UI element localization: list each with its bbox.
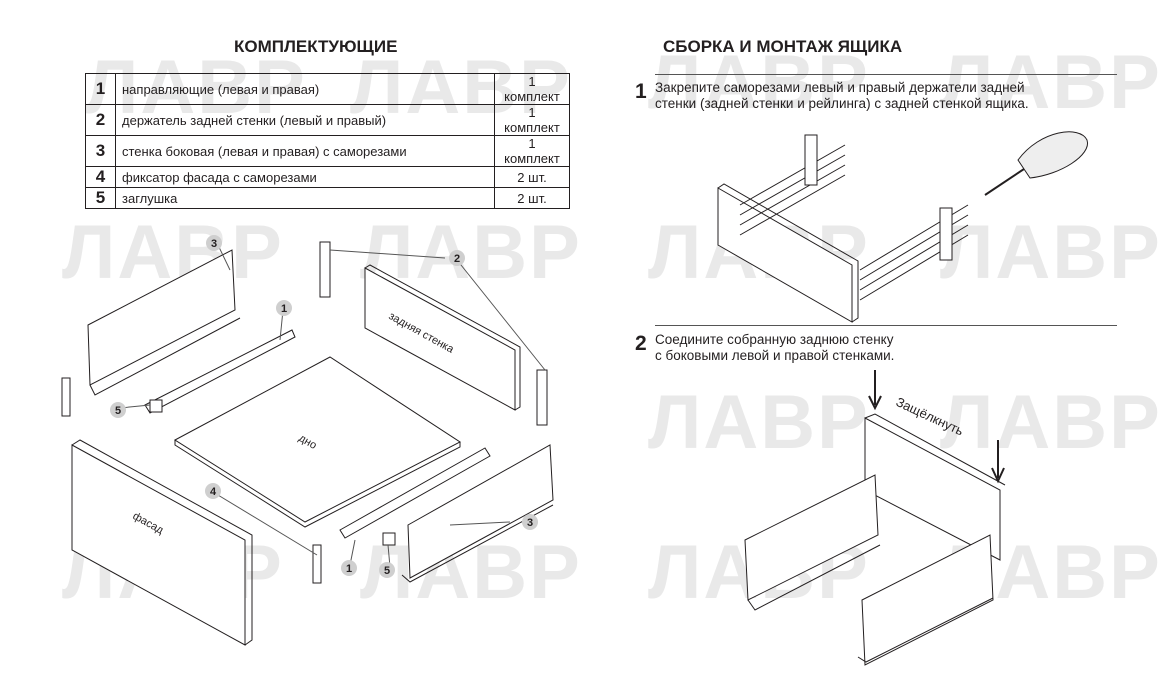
part-qty: 1 комплект [494,104,570,136]
step1-diagram [717,131,1088,323]
facade-fixer-right [312,544,322,584]
back-holder-left [319,241,331,298]
callout-number: 5 [384,565,390,577]
step-text: стенки (задней стенки и рейлинга) с задн… [655,96,1029,111]
watermark-logo: ЛАВР [360,210,582,295]
step-text: Закрепите саморезами левый и правый держ… [655,80,1025,95]
callout-bubble [522,514,538,530]
part-number: 5 [85,187,116,209]
watermark-logo: ЛАВР [62,210,284,295]
watermark-logo: ЛАВР [360,530,582,615]
snap-label: Защёлкнуть [894,394,966,438]
holder [804,134,818,186]
watermark-logo: ЛАВР [648,40,870,125]
callout-bubble [449,250,465,266]
side-wall-right [861,534,994,666]
part-name: направляющие (левая и правая) [115,73,495,105]
step-number: 1 [635,80,647,103]
step-text: Соедините собранную заднюю стенку [655,332,894,347]
part-number: 2 [85,104,116,136]
callout-group: 3 2 1 5 4 3 1 5 [110,235,538,578]
facade-fixer-left [61,377,71,417]
callout-bubble [276,300,292,316]
back-holder-right [536,369,548,426]
callout-number: 2 [454,253,460,265]
callout-number: 3 [527,517,533,529]
watermark-logo: ЛАВР [940,40,1162,125]
side-wall-left [87,249,236,386]
callout-bubble [110,402,126,418]
callout-number: 1 [281,303,287,315]
side-wall-right [407,444,554,579]
part-number: 3 [85,135,116,167]
step2-diagram: Защёлкнуть [744,370,1006,666]
step-1: 1 Закрепите саморезами левый и правый де… [635,80,1029,112]
part-name: стенка боковая (левая и правая) с саморе… [115,135,495,167]
parts-title: КОМПЛЕКТУЮЩИЕ [234,37,398,56]
assembly-title: СБОРКА И МОНТАЖ ЯЩИКА [663,37,903,56]
runner-right [339,447,491,539]
callout-bubble [206,235,222,251]
callout-bubble [205,483,221,499]
step-text: с боковыми левой и правой стенками. [655,348,895,363]
part-name: держатель задней стенки (левый и правый) [115,104,495,136]
down-arrow-icon [991,440,1005,484]
back-panel [864,417,1001,561]
holder [939,207,953,261]
part-qty: 2 шт. [494,166,570,188]
part-qty: 1 комплект [494,73,570,105]
screwdriver-icon [984,131,1088,196]
part-number: 4 [85,166,116,188]
exploded-drawer-diagram: дно задняя стенка фасад [61,241,554,646]
cap-right [382,532,396,546]
step-number: 2 [635,332,647,355]
callout-number: 4 [210,486,217,498]
part-number: 1 [85,73,116,105]
side-wall-left [744,474,879,601]
part-qty: 1 комплект [494,135,570,167]
watermark-logo: ЛАВР [940,380,1162,465]
callout-bubble [379,562,395,578]
part-name: фиксатор фасада с саморезами [115,166,495,188]
watermark-logo: ЛАВР [648,380,870,465]
runner-left [144,329,296,414]
part-qty: 2 шт. [494,187,570,209]
callout-number: 5 [115,405,121,417]
divider [655,74,1117,75]
callout-number: 3 [211,238,217,250]
down-arrow-icon [868,370,882,411]
back-panel [717,187,853,323]
watermark-logo: ЛАВР [940,210,1162,295]
callout-number: 1 [346,563,352,575]
cap-left [149,399,163,413]
divider [655,325,1117,326]
part-name: заглушка [115,187,495,209]
callout-bubble [341,560,357,576]
step-2: 2 Соедините собранную заднюю стенку с бо… [635,332,895,364]
facade-panel [71,444,246,646]
